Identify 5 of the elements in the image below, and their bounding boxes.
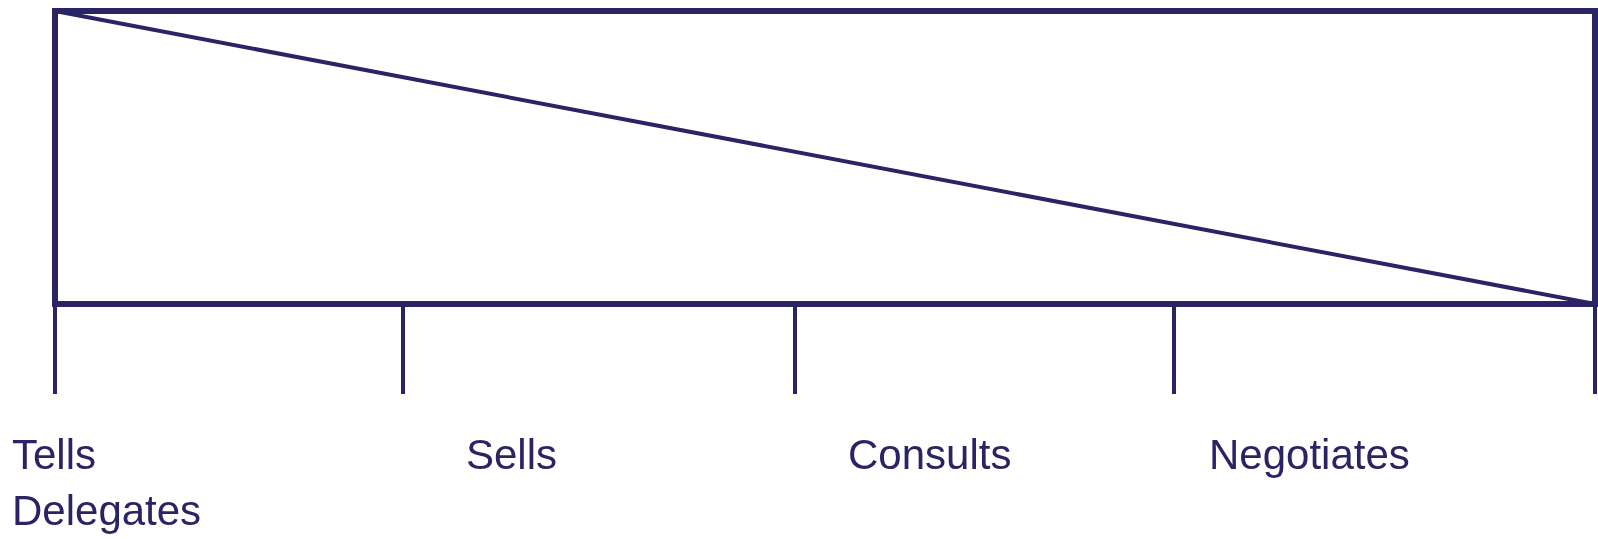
- scale-label: Sells: [466, 434, 558, 476]
- scale-label: Delegates: [12, 490, 202, 532]
- scale-label: Tells: [12, 434, 97, 476]
- scale-label: Consults: [848, 434, 1012, 476]
- scale-label: Negotiates: [1209, 434, 1410, 476]
